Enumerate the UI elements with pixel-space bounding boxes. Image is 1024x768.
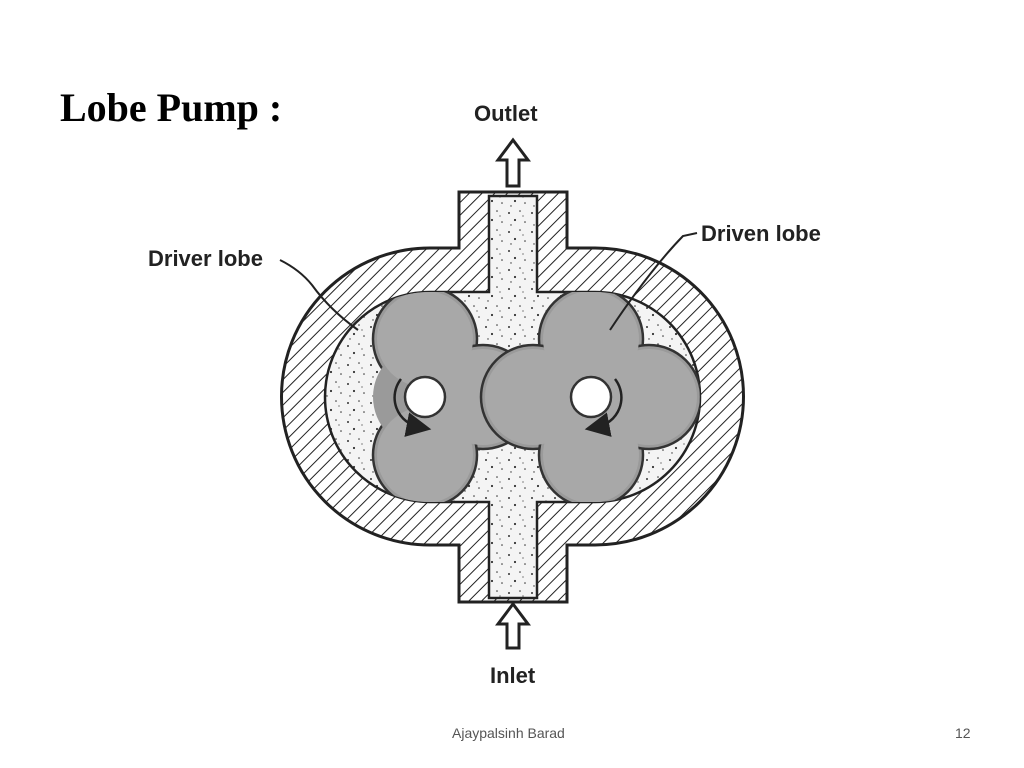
driver-lobe-leader	[279, 259, 359, 331]
outlet-label: Outlet	[474, 101, 538, 126]
outlet-arrow	[495, 137, 531, 188]
slide-title: Lobe Pump :	[60, 85, 283, 130]
page-number: 12	[955, 725, 971, 741]
driven-lobe-label: Driven lobe	[701, 221, 821, 246]
footer-author: Ajaypalsinh Barad	[452, 725, 565, 741]
inlet-label: Inlet	[490, 663, 536, 688]
driven-lobe-leader	[609, 232, 698, 331]
driven-lobe-rotor	[479, 285, 700, 509]
inlet-arrow	[495, 601, 531, 650]
driver-lobe-label: Driver lobe	[148, 246, 263, 271]
